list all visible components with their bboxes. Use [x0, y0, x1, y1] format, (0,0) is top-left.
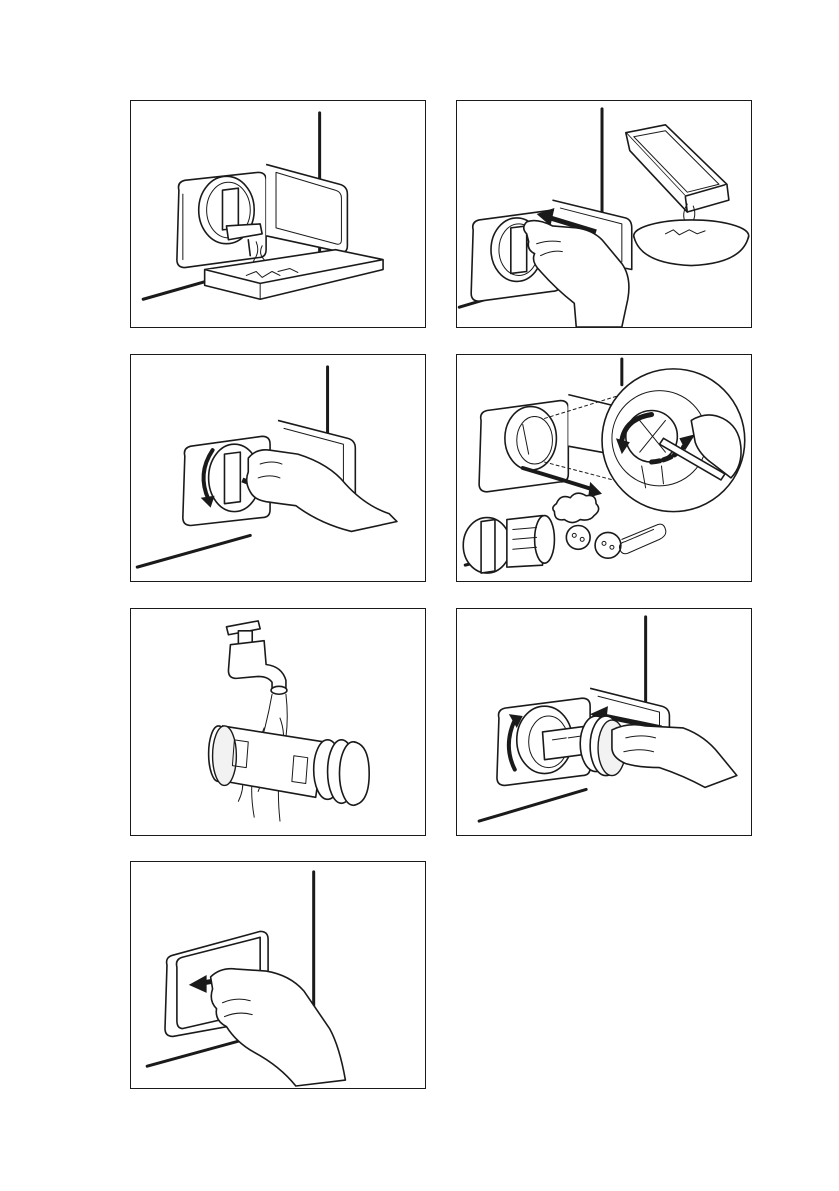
- figure-1-drain-water-into-tray: [130, 100, 426, 328]
- figure-7-close-filter-door: [130, 861, 426, 1089]
- drain-water-into-tray-illustration-icon: [131, 101, 425, 327]
- figure-3-turn-and-pull-filter: [130, 354, 426, 582]
- insert-and-turn-filter-illustration-icon: [457, 609, 751, 835]
- push-filter-pour-water-into-bowl-illustration-icon: [457, 101, 751, 327]
- rinse-filter-under-tap-illustration-icon: [131, 609, 425, 835]
- figure-4-remove-fluff-and-objects: [456, 354, 752, 582]
- close-filter-door-illustration-icon: [131, 862, 425, 1088]
- turn-and-pull-out-filter-illustration-icon: [131, 355, 425, 581]
- figure-5-rinse-filter-under-tap: [130, 608, 426, 836]
- figure-6-insert-and-turn-filter: [456, 608, 752, 836]
- figure-2-pour-water-into-bowl: [456, 100, 752, 328]
- remove-fluff-and-objects-illustration-icon: [457, 355, 751, 581]
